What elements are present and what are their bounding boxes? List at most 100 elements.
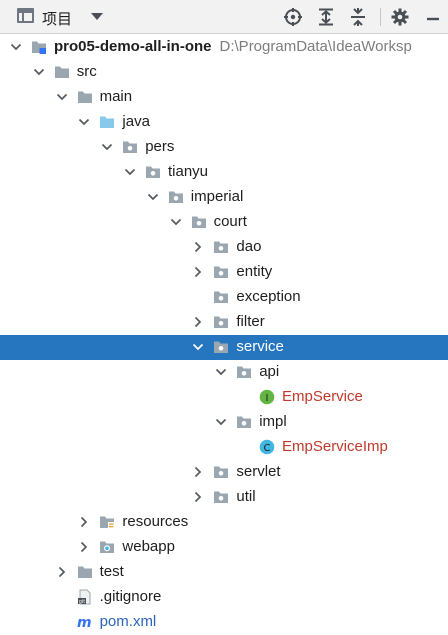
chevron-down-icon[interactable] [77,115,91,129]
chevron-down-icon[interactable] [9,40,23,54]
tree-node-text: impl [259,413,287,430]
tree-node-tianyu[interactable]: tianyu [0,160,448,185]
tree-node-service[interactable]: service [0,335,448,360]
toolbar-divider [380,8,381,26]
chevron-right-icon[interactable] [191,315,205,329]
package-icon [214,491,229,503]
package-icon [214,341,229,353]
chevron-down-icon[interactable] [123,165,137,179]
tree-node-text: entity [236,263,273,280]
tree-node-text: api [259,363,280,380]
chevron-down-icon[interactable] [169,215,183,229]
tree-node-text: util [236,488,256,505]
tree-node-text: service [236,338,284,355]
tree-node-src[interactable]: src [0,60,448,85]
tree-node-empservice[interactable]: I EmpService [0,385,448,410]
chevron-right-icon[interactable] [191,265,205,279]
tree-node-text: .gitignore [99,588,162,605]
tree-node-label: court [214,213,247,231]
folder-icon [54,66,69,78]
project-view-icon [17,8,34,23]
package-icon [214,466,229,478]
tree-node-label: tianyu [168,163,208,181]
tree-node-java[interactable]: java [0,110,448,135]
chevron-down-icon[interactable] [191,340,205,354]
tree-node-text: exception [236,288,301,305]
tree-node-text: src [76,63,97,80]
tree-node-text: EmpService [282,388,363,405]
chevron-down-icon[interactable] [32,65,46,79]
tree-node-label: src [77,63,97,81]
chevron-down-icon[interactable] [91,13,103,20]
module-folder-icon [32,41,46,54]
chevron-down-icon[interactable] [146,190,160,204]
tree-node-court[interactable]: court [0,210,448,235]
hide-icon[interactable] [423,7,443,27]
tree-node-pers[interactable]: pers [0,135,448,160]
chevron-right-icon[interactable] [55,565,69,579]
collapse-all-icon[interactable] [348,7,368,27]
tree-node-main[interactable]: main [0,85,448,110]
tree-node-text: tianyu [168,163,209,180]
tree-node-label: EmpService [282,388,363,406]
chevron-down-icon[interactable] [55,90,69,104]
tree-node-label: main [100,88,133,106]
tree-node-test[interactable]: test [0,560,448,585]
svg-text:m: m [77,615,92,630]
tree-node-label: test [100,563,124,581]
tree-node-imperial[interactable]: imperial [0,185,448,210]
chevron-down-icon[interactable] [214,415,228,429]
package-icon [214,316,229,328]
tree-node-api[interactable]: api [0,360,448,385]
tree-node-filter[interactable]: filter [0,310,448,335]
tree-node-text: pro05-demo-all-in-one [54,38,212,55]
class-icon: C [259,439,275,455]
package-icon [123,141,138,153]
project-view-title[interactable]: 项目 [42,11,73,28]
tree-node-text: main [99,88,133,105]
tree-node-impl[interactable]: impl [0,410,448,435]
web-folder-icon [100,541,115,553]
tree-node-resources[interactable]: resources [0,510,448,535]
chevron-right-icon[interactable] [191,490,205,504]
tree-node-text: java [122,113,150,130]
tree-node-pom-xml[interactable]: m pom.xml [0,610,448,635]
chevron-down-icon[interactable] [214,365,228,379]
tree-node-label: exception [236,288,300,306]
tree-node-webapp[interactable]: webapp [0,535,448,560]
tree-node-dao[interactable]: dao [0,235,448,260]
locate-icon[interactable] [283,7,303,27]
tree-node-gitignore[interactable]: git .gitignore [0,585,448,610]
folder-icon [77,91,92,103]
tree-node-exception[interactable]: exception [0,285,448,310]
interface-icon: I [259,389,275,405]
package-icon [168,191,183,203]
tree-node-text: pom.xml [99,613,157,630]
tree-node-label: servlet [236,463,280,481]
tree-node-text: servlet [236,463,281,480]
maven-file-icon: m [77,615,92,630]
package-icon [214,241,229,253]
source-folder-icon [100,116,115,128]
package-icon [191,216,206,228]
chevron-right-icon[interactable] [191,465,205,479]
tree-node-label: api [259,363,279,381]
settings-icon[interactable] [390,7,410,27]
chevron-down-icon[interactable] [100,140,114,154]
tree-node-servlet[interactable]: servlet [0,460,448,485]
tree-node-label: util [236,488,255,506]
expand-all-icon[interactable] [316,7,336,27]
tree-node-text: filter [236,313,265,330]
chevron-right-icon[interactable] [77,515,91,529]
chevron-right-icon[interactable] [77,540,91,554]
tree-node-entity[interactable]: entity [0,260,448,285]
svg-text:C: C [264,443,271,454]
tree-node-label: service [236,338,284,356]
chevron-right-icon[interactable] [191,240,205,254]
tree-node-label: resources [122,513,188,531]
gitignore-file-icon: git [77,589,91,605]
tree-node-text: test [99,563,124,580]
tree-node-util[interactable]: util [0,485,448,510]
